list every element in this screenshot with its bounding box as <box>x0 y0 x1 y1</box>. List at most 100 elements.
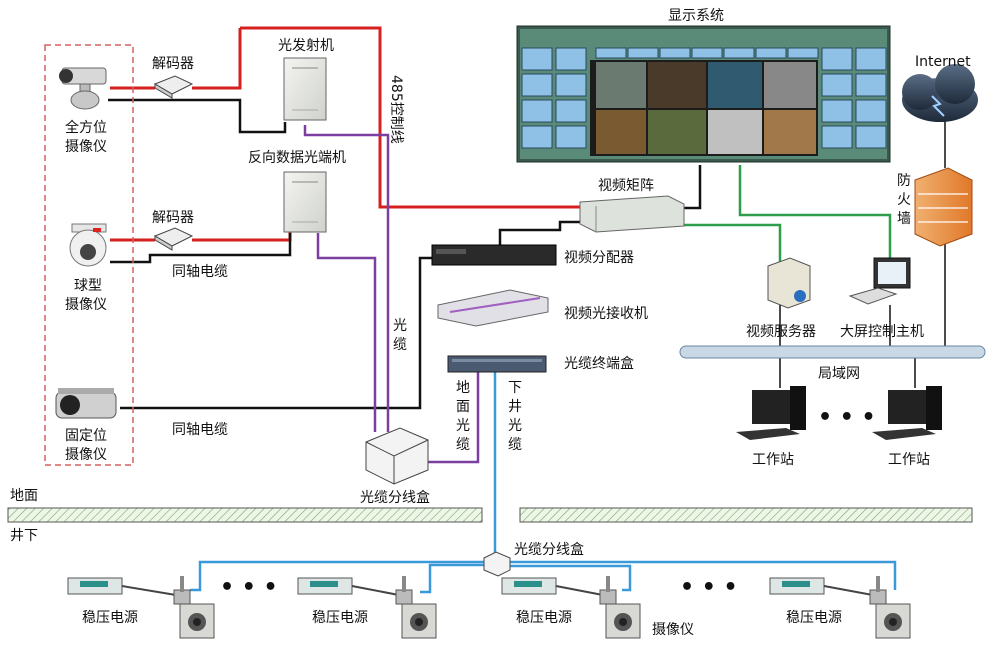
wall-tile <box>521 47 553 71</box>
display-system-label: 显示系统 <box>668 8 724 24</box>
power-supply-icon <box>297 577 405 597</box>
splitter-surface-label: 光缆分线盒 <box>360 489 430 506</box>
dome-camera-icon <box>69 223 107 267</box>
coax-label-1: 同轴电缆 <box>172 264 228 280</box>
matrix-distributor-line <box>498 220 580 245</box>
decoder-label-1: 解码器 <box>152 56 194 72</box>
fixed-camera-label-2: 摄像仪 <box>65 447 107 463</box>
psu-label-2: 稳压电源 <box>312 610 368 626</box>
splitter-box-under-icon <box>483 551 511 577</box>
power-supply-icon <box>67 577 183 597</box>
wall-tile <box>555 47 587 71</box>
fiber-purple-lines <box>303 125 480 464</box>
power-supply-icon <box>501 577 609 597</box>
wall-tile <box>659 47 691 59</box>
wall-tile <box>521 125 553 149</box>
wall-tile <box>555 99 587 123</box>
video-server-label: 视频服务器 <box>746 324 816 340</box>
camera-group-frame <box>44 44 134 466</box>
ground-label: 地面 <box>10 488 38 504</box>
psu-label-3: 稳压电源 <box>516 610 572 626</box>
ground-strip-right <box>519 507 973 523</box>
mine-camera-icon <box>395 576 437 639</box>
lan-bar <box>679 345 986 359</box>
psu-label-4: 稳压电源 <box>786 610 842 626</box>
wall-tile <box>821 99 853 123</box>
fixed-coax-line <box>120 256 432 410</box>
dome-camera-label: 球型 <box>74 278 102 294</box>
under-bus-mid <box>420 563 492 594</box>
mine-camera-icon <box>599 576 641 639</box>
ellipsis-ws: • • • <box>818 405 876 430</box>
reverse-terminal-icon <box>283 171 327 233</box>
wall-tile <box>855 47 887 71</box>
splitter-under-label: 光缆分线盒 <box>514 541 584 558</box>
camera-under-label: 摄像仪 <box>652 622 694 638</box>
decoder-label-2: 解码器 <box>152 210 194 226</box>
wall-tile <box>723 47 755 59</box>
ellipsis-under-2: • • • <box>680 575 738 600</box>
wall-tile <box>521 99 553 123</box>
workstation-label-2: 工作站 <box>888 452 930 468</box>
wall-tile <box>595 47 627 59</box>
video-distributor-label: 视频分配器 <box>564 250 634 266</box>
down-cable-label: 下井光缆 <box>508 380 522 453</box>
ground-cable-label: 地面光缆 <box>456 380 470 453</box>
fiber-blue-lines <box>190 372 897 594</box>
network-lines <box>682 165 892 262</box>
wall-tile <box>821 47 853 71</box>
decoder-tx-line <box>192 28 242 90</box>
ptz-camera-label: 全方位 <box>65 119 107 136</box>
under-bus-right2 <box>505 564 632 592</box>
decoder-icon-2 <box>153 227 194 251</box>
power-supply-icon <box>769 577 879 597</box>
coax-lines <box>108 98 702 410</box>
firewall-label: 防火墙 <box>897 173 911 227</box>
fixed-camera-label: 固定位 <box>65 428 107 444</box>
cloud-icon <box>902 64 978 122</box>
optical-cable-label: 光缆 <box>393 318 407 353</box>
wall-tile <box>855 99 887 123</box>
wall-tile <box>787 47 819 59</box>
decoder-icon <box>153 75 194 99</box>
video-wall-tiles <box>521 47 887 149</box>
matrix-server-line <box>682 223 782 262</box>
wall-tile <box>555 125 587 149</box>
ground-fiber <box>428 372 480 464</box>
video-matrix-icon <box>579 195 685 233</box>
rs485-line <box>240 26 580 209</box>
mine-camera-icon <box>869 576 911 639</box>
video-matrix-label: 视频矩阵 <box>598 178 654 194</box>
workstation-label-1: 工作站 <box>752 452 794 468</box>
psu-label-1: 稳压电源 <box>82 610 138 626</box>
rs485-label: 485控制线 <box>388 75 404 144</box>
dome-camera-label-2: 摄像仪 <box>65 297 107 313</box>
underground-devices <box>67 576 911 639</box>
wall-tile <box>755 47 787 59</box>
lan-links <box>779 120 946 388</box>
terminal-box-icon <box>447 355 547 373</box>
matrix-wall-line <box>682 165 702 210</box>
wall-tile <box>821 73 853 97</box>
workstation-icon-2 <box>872 386 942 440</box>
ellipsis-under-1: • • • <box>220 575 278 600</box>
dome-video-line <box>110 233 292 264</box>
optical-transmitter-icon <box>283 57 327 121</box>
underground-label: 井下 <box>10 528 38 544</box>
decoder-terminal-line <box>192 232 292 242</box>
under-bus-right <box>505 560 897 590</box>
terminal-box-label: 光缆终端盒 <box>564 355 634 372</box>
mine-camera-icon <box>173 576 215 639</box>
wall-tile <box>627 47 659 59</box>
video-distributor-icon <box>431 244 557 266</box>
internet-label: Internet <box>915 54 971 70</box>
ptz-video-line <box>108 98 287 134</box>
tx-splitter-fiber <box>303 125 390 432</box>
lan-label: 局域网 <box>818 366 860 382</box>
firewall-icon <box>914 167 973 247</box>
video-receiver-label: 视频光接收机 <box>564 305 648 322</box>
workstation-icon <box>736 386 806 440</box>
screen-host-label: 大屏控制主机 <box>840 324 924 340</box>
